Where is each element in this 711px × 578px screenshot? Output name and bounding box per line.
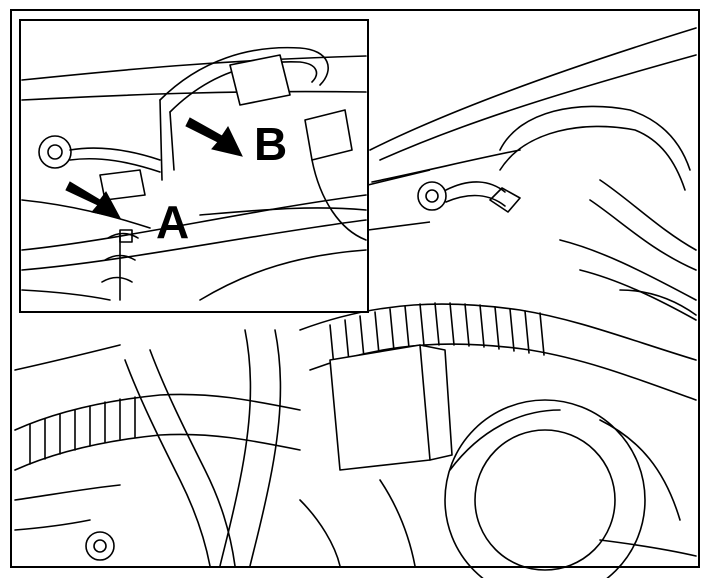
main-scene [14, 27, 697, 578]
grommet [85, 531, 115, 561]
relay-box-outline [329, 344, 431, 471]
arrow-b-icon [185, 117, 243, 157]
inset-connector [38, 135, 72, 169]
lower-housing-outer [444, 399, 646, 578]
inset-pointer [367, 169, 431, 231]
arrow-a-icon [65, 181, 121, 219]
left-hose-ribs [29, 396, 136, 465]
inset-relay-block [229, 54, 291, 106]
connector-knob [417, 181, 447, 211]
callout-label-b: B [254, 118, 288, 170]
detail-inset [19, 19, 431, 313]
callout-label-a: A [156, 196, 190, 248]
lower-housing-inner [474, 429, 616, 571]
